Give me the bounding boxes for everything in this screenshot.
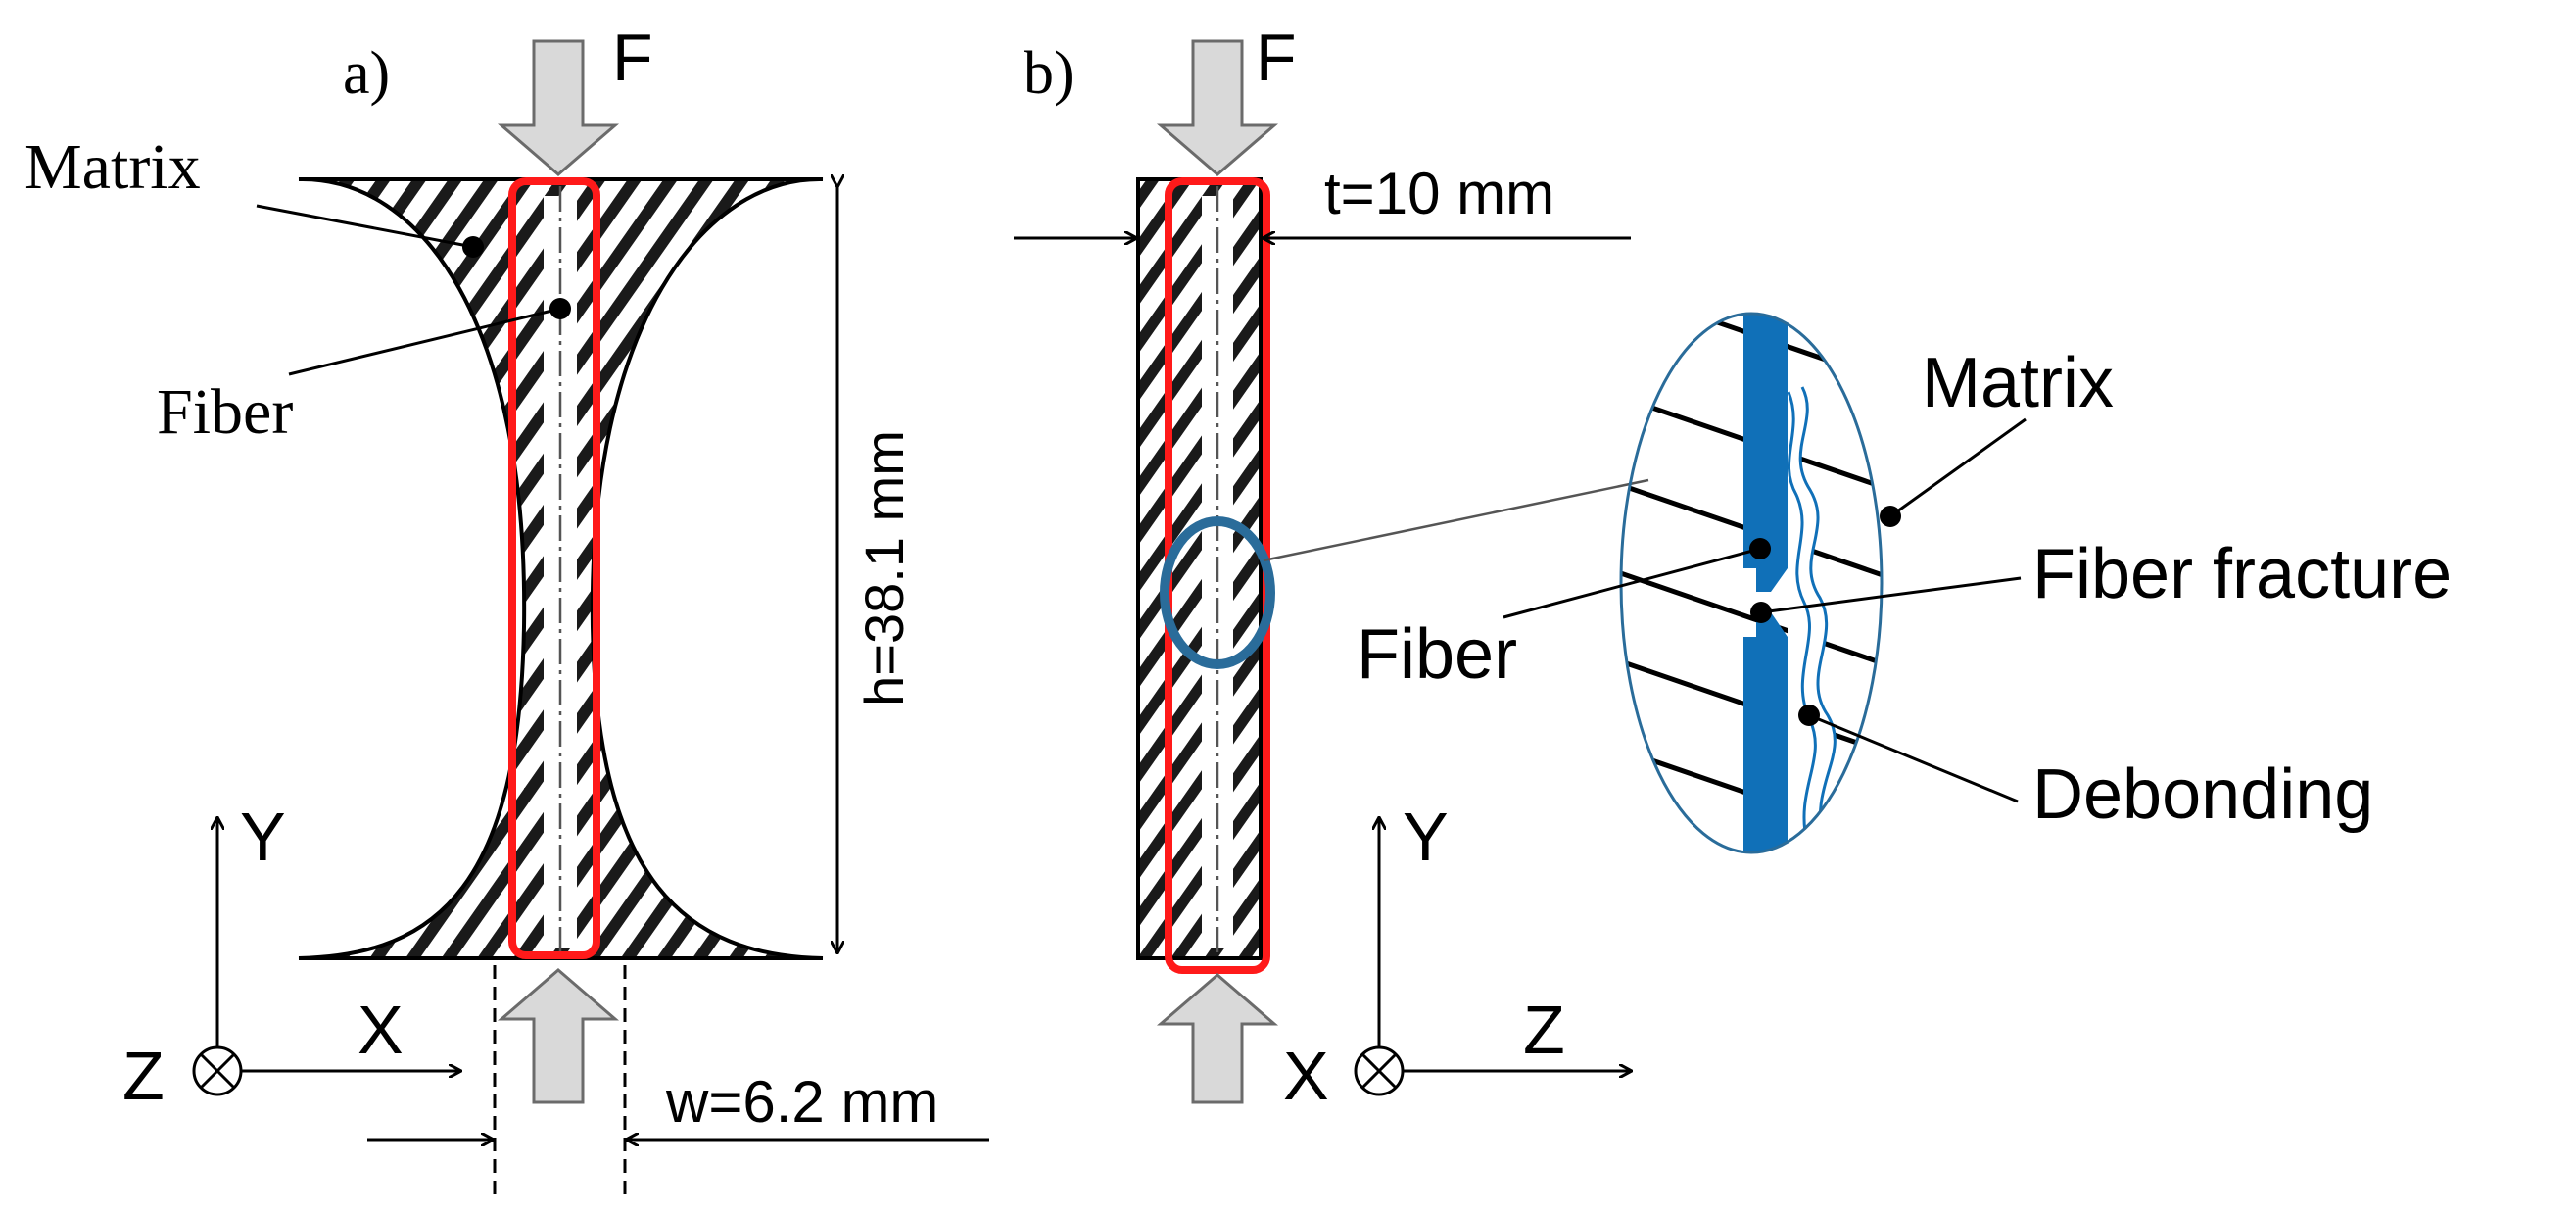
panel-a: a) F Matrix Fiber h=38.1 mm w=6.2 mm: [24, 21, 989, 1195]
axis-y-label-a: Y: [240, 799, 286, 875]
detail-debonding-label: Debonding: [2032, 755, 2373, 834]
debonding-crack-edge-inner: [1787, 391, 1817, 844]
zoom-region-ellipse: [1160, 516, 1275, 669]
detail-zoom: Matrix Fiber Fiber fracture Debonding: [1357, 312, 2452, 854]
force-label-b: F: [1256, 21, 1297, 95]
detail-fiber-leader: [1503, 547, 1761, 619]
fiber-blue-upper: [1743, 314, 1788, 592]
specimen-body-side: [1136, 177, 1263, 960]
axis-z-cross-2: [199, 1052, 236, 1090]
thickness-label: t=10 mm: [1324, 161, 1554, 226]
axis-x-label-a: X: [358, 992, 404, 1068]
force-arrow-top-b: [1156, 39, 1279, 176]
matrix-label-a: Matrix: [24, 131, 201, 203]
detail-debonding-point: [1798, 705, 1820, 726]
debonding-crack-edge: [1798, 386, 1837, 844]
force-label-a: F: [612, 21, 653, 95]
axis-x-cross-2: [1360, 1052, 1398, 1090]
detail-matrix-leader: [1889, 417, 2027, 518]
detail-fracture-point: [1750, 602, 1772, 623]
detail-hatching: [1621, 314, 1882, 852]
axis-z-label-a: Z: [122, 1038, 165, 1114]
force-arrow-top: [497, 39, 620, 176]
detail-ellipse: [1619, 312, 1884, 854]
width-label: w=6.2 mm: [665, 1069, 938, 1135]
axis-x-label-b: X: [1283, 1038, 1329, 1114]
height-label: h=38.1 mm: [853, 430, 915, 706]
fiber-leader-a: [288, 307, 561, 376]
matrix-point-a: [462, 236, 484, 258]
fiber-highlight-a: [508, 177, 600, 959]
axis-z-label-b: Z: [1523, 992, 1565, 1068]
detail-fiber-fracture-label: Fiber fracture: [2032, 535, 2452, 613]
fiber-blue-lower: [1743, 612, 1788, 852]
zoom-connector-line: [1263, 478, 1649, 562]
panel-b-label: b): [1024, 40, 1074, 107]
detail-fiber-point: [1749, 538, 1771, 559]
axis-y-label-b: Y: [1403, 799, 1449, 875]
panel-b: b) F t=10 mm Y Z X: [1014, 21, 1649, 1114]
detail-matrix-label: Matrix: [1922, 344, 2114, 422]
matrix-leader-a: [256, 204, 474, 249]
detail-fracture-leader: [1760, 576, 2022, 614]
fiber-label-a: Fiber: [157, 376, 293, 448]
force-arrow-bottom-b: [1156, 973, 1279, 1104]
detail-fiber-label: Fiber: [1357, 615, 1517, 694]
detail-matrix-point: [1880, 506, 1901, 527]
fiber-point-a: [549, 298, 571, 319]
panel-a-label: a): [343, 40, 390, 107]
detail-debonding-leader: [1808, 713, 2019, 803]
force-arrow-bottom: [497, 968, 620, 1104]
